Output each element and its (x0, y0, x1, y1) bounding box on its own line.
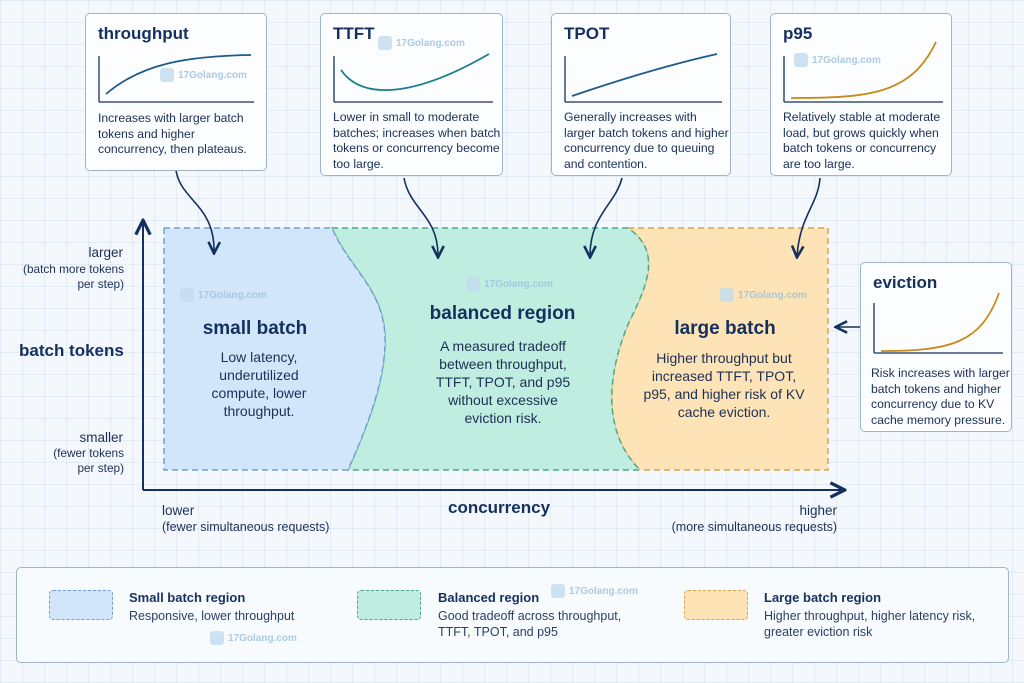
tpot-card: TPOT Generally increases with larger bat… (551, 13, 731, 176)
p95-connector-arrow (797, 177, 821, 256)
legend-small-swatch (49, 590, 113, 620)
x-axis-right-note: (more simultaneous requests) (671, 520, 837, 534)
eviction-description: Risk increases with larger batch tokens … (871, 366, 1010, 427)
x-axis-label: concurrency (448, 498, 551, 517)
eviction-title: eviction (873, 273, 938, 292)
watermark-logo-icon (466, 277, 480, 291)
p95-card: p95 Relatively stable at moderate load, … (770, 13, 952, 176)
watermark: 17Golang.com (794, 53, 881, 67)
watermark-logo-icon (180, 288, 194, 302)
eviction-card: eviction Risk increases with larger batc… (860, 262, 1012, 432)
legend-small-title: Small batch region (129, 590, 246, 605)
watermark: 17Golang.com (210, 631, 297, 645)
small-batch-description: Low latency, underutilized compute, lowe… (211, 349, 307, 419)
y-axis-top-note: (batch more tokens per step) (23, 262, 124, 291)
throughput-mini-chart (98, 54, 254, 103)
watermark: 17Golang.com (160, 68, 247, 82)
x-axis-right-label: higher (799, 503, 837, 518)
y-axis-top-label: larger (88, 245, 123, 260)
p95-description: Relatively stable at moderate load, but … (783, 110, 941, 171)
throughput-title: throughput (98, 24, 189, 43)
watermark-logo-icon (794, 53, 808, 67)
watermark-logo-icon (160, 68, 174, 82)
watermark: 17Golang.com (466, 277, 553, 291)
p95-title: p95 (783, 24, 813, 43)
watermark-logo-icon (378, 36, 392, 50)
throughput-connector-arrow (175, 169, 214, 252)
small-batch-region (163, 227, 386, 471)
y-axis-bottom-note: (fewer tokens per step) (53, 446, 124, 475)
legend-large-description: Higher throughput, higher latency risk, … (764, 609, 976, 639)
x-axis-left-label: lower (162, 503, 195, 518)
y-axis-bottom-label: smaller (79, 430, 123, 445)
small-batch-title: small batch (202, 318, 308, 339)
y-axis-label: batch tokens (19, 341, 124, 360)
tpot-description: Generally increases with larger batch to… (564, 110, 729, 171)
throughput-description: Increases with larger batch tokens and h… (98, 111, 247, 156)
p95-mini-chart (783, 41, 943, 103)
legend-balanced-description: Good tradeoff across throughput, TTFT, T… (438, 609, 622, 639)
large-batch-description: Higher throughput but increased TTFT, TP… (643, 350, 805, 420)
watermark: 17Golang.com (378, 36, 465, 50)
ttft-title: TTFT (333, 24, 375, 43)
legend-balanced-title: Balanced region (438, 590, 540, 605)
ttft-connector-arrow (403, 177, 438, 256)
legend: Small batch region Responsive, lower thr… (16, 567, 1009, 663)
balanced-region-title: balanced region (429, 303, 576, 324)
legend-small-description: Responsive, lower throughput (129, 609, 295, 623)
large-batch-title: large batch (674, 318, 776, 339)
legend-large-title: Large batch region (764, 590, 882, 605)
balanced-region-description: A measured tradeoff between throughput, … (435, 338, 571, 426)
ttft-mini-chart (333, 53, 493, 103)
watermark: 17Golang.com (180, 288, 267, 302)
watermark-logo-icon (551, 584, 565, 598)
watermark-logo-icon (210, 631, 224, 645)
watermark: 17Golang.com (720, 288, 807, 302)
watermark-logo-icon (720, 288, 734, 302)
ttft-card: TTFT Lower in small to moderate batches;… (320, 13, 503, 176)
ttft-description: Lower in small to moderate batches; incr… (333, 110, 501, 171)
x-axis-left-note: (fewer simultaneous requests) (162, 520, 330, 534)
eviction-mini-chart (873, 292, 1003, 354)
tpot-connector-arrow (590, 177, 623, 256)
tpot-title: TPOT (564, 24, 610, 43)
tpot-mini-chart (564, 53, 722, 103)
legend-balanced-swatch (357, 590, 421, 620)
legend-large-swatch (684, 590, 748, 620)
watermark: 17Golang.com (551, 584, 638, 598)
throughput-card: throughput Increases with larger batch t… (85, 13, 267, 171)
